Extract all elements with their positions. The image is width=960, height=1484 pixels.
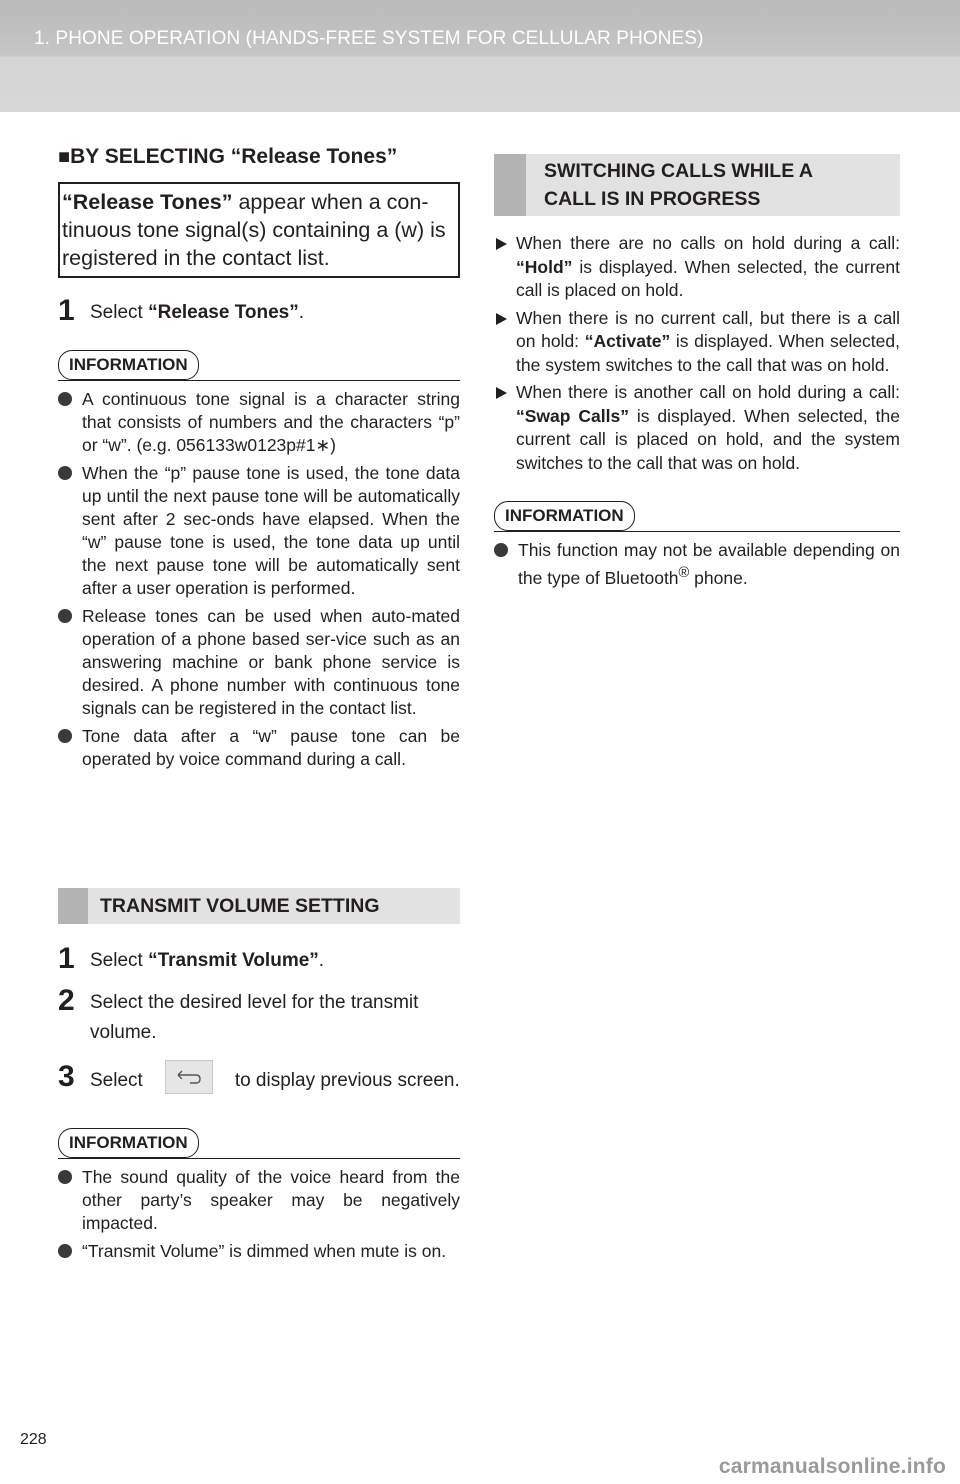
bullet-item: When there are no calls on hold during a…: [494, 232, 900, 303]
back-button[interactable]: [164, 1060, 213, 1094]
right-column: SWITCHING CALLS WHILE A CALL IS IN PROGR…: [494, 154, 900, 590]
note-bold: “Release Tones”: [62, 190, 233, 214]
step-select-release-tones: 1 Select “Release Tones”.: [58, 294, 460, 328]
bullet-item: When there is no current call, but there…: [494, 307, 900, 378]
triangle-bullet-icon: [496, 312, 507, 325]
information-box-transmit-volume: INFORMATION The sound quality of the voi…: [58, 1128, 460, 1263]
section-switching-calls: SWITCHING CALLS WHILE A CALL IS IN PROGR…: [494, 154, 900, 216]
return-arrow-icon: [177, 1070, 201, 1084]
step-number: 3: [58, 1060, 75, 1093]
step-text: Select: [90, 302, 149, 323]
bullet-dot-icon: [58, 466, 72, 480]
information-list: The sound quality of the voice heard fro…: [58, 1166, 460, 1263]
switching-bullets: When there are no calls on hold during a…: [494, 232, 900, 475]
chapter-title: 1. PHONE OPERATION (HANDS-FREE SYSTEM FO…: [34, 28, 704, 49]
step-number: 1: [58, 942, 75, 975]
bullet-dot-icon: [58, 1244, 72, 1258]
bullet-dot-icon: [58, 1170, 72, 1184]
information-label: INFORMATION: [58, 350, 199, 380]
header-band: [0, 0, 960, 112]
step-text-end: to display previous screen.: [234, 1070, 460, 1092]
information-box-release-tones: INFORMATION A continuous tone signal is …: [58, 350, 460, 872]
square-marker-icon: ■: [58, 146, 71, 168]
information-item: This function may not be available depen…: [494, 539, 900, 590]
subheading-text: BY SELECTING “Release Tones”: [70, 145, 398, 168]
registered-mark: ®: [678, 565, 690, 581]
step-text-end: .: [318, 950, 325, 971]
information-label: INFORMATION: [58, 1128, 199, 1158]
bullet-dot-icon: [58, 729, 72, 743]
information-item: Tone data after a “w” pause tone can be …: [58, 725, 460, 771]
note-text: appear when a con-tinuous tone signal(s)…: [62, 190, 446, 270]
triangle-bullet-icon: [496, 387, 507, 399]
step-text: Select: [90, 1070, 143, 1092]
section-title: TRANSMIT VOLUME SETTING: [100, 895, 380, 917]
bullet-dot-icon: [494, 543, 508, 557]
information-list: A continuous tone signal is a character …: [58, 388, 460, 771]
step-text: Select the desired level for the transmi…: [90, 992, 419, 1043]
information-item: The sound quality of the voice heard fro…: [58, 1166, 460, 1235]
bullet-dot-icon: [58, 609, 72, 623]
step-text-end: .: [298, 302, 305, 323]
step-bold: “Transmit Volume”: [148, 950, 319, 971]
step-number: 1: [58, 294, 75, 327]
information-box-bluetooth: INFORMATION This function may not be ava…: [494, 501, 900, 590]
information-item: Release tones can be used when auto-mate…: [58, 605, 460, 720]
step-back-button: 3 Select to display previous screen.: [58, 1060, 460, 1098]
step-select-transmit-volume: 1 Select “Transmit Volume”.: [58, 942, 460, 976]
left-column: ■BY SELECTING “Release Tones” “Release T…: [58, 140, 460, 1263]
information-item: A continuous tone signal is a character …: [58, 388, 460, 457]
section-tab-marker: [58, 888, 88, 924]
step-select-level: 2 Select the desired level for the transm…: [58, 984, 460, 1048]
information-list: This function may not be available depen…: [494, 539, 900, 590]
information-rule: [494, 531, 900, 532]
information-rule: [58, 1158, 460, 1159]
step-text: Select: [90, 950, 149, 971]
section-tab-marker: [494, 154, 526, 216]
section-title-line1: SWITCHING CALLS WHILE A: [544, 160, 814, 182]
section-title-line2: CALL IS IN PROGRESS: [544, 188, 761, 210]
section-transmit-volume-setting: TRANSMIT VOLUME SETTING: [58, 888, 460, 924]
subheading-release-tones: ■BY SELECTING “Release Tones”: [58, 140, 460, 174]
page-number: 228: [20, 1431, 47, 1448]
step-number: 2: [58, 984, 75, 1017]
information-item: “Transmit Volume” is dimmed when mute is…: [58, 1240, 460, 1263]
watermark: carmanualsonline.info: [718, 1455, 946, 1478]
information-rule: [58, 380, 460, 381]
release-tones-note: “Release Tones” appear when a con-tinuou…: [58, 182, 460, 278]
bullet-dot-icon: [58, 392, 72, 406]
triangle-bullet-icon: [496, 238, 507, 250]
bullet-item: When there is another call on hold durin…: [494, 381, 900, 475]
information-label: INFORMATION: [494, 501, 635, 531]
information-item: When the “p” pause tone is used, the ton…: [58, 462, 460, 600]
step-bold: “Release Tones”: [148, 302, 299, 323]
